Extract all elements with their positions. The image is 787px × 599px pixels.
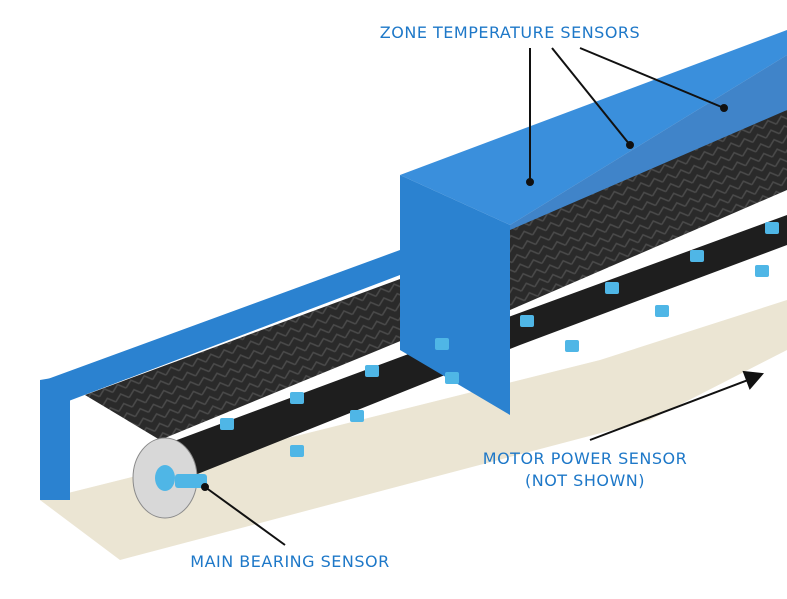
idler-roller	[445, 372, 459, 384]
idler-roller	[765, 222, 779, 234]
front-wall	[40, 375, 70, 500]
main-bearing	[175, 474, 207, 488]
idler-roller	[605, 282, 619, 294]
conveyor-belt-right	[510, 110, 787, 310]
idler-rollers	[220, 222, 779, 457]
back-rail	[45, 250, 400, 410]
callout-lines	[201, 47, 764, 546]
idler-roller	[655, 305, 669, 317]
idler-roller	[565, 340, 579, 352]
idler-roller	[350, 410, 364, 422]
idler-roller	[290, 392, 304, 404]
motor-label-line2: (NOT SHOWN)	[525, 471, 645, 490]
enclosure-side	[400, 175, 510, 415]
floor-shadow	[40, 300, 787, 560]
zone-label-text: ZONE TEMPERATURE SENSORS	[379, 23, 641, 42]
idler-roller	[365, 365, 379, 377]
bearing-callout-dot	[201, 483, 209, 491]
enclosure-top	[400, 30, 787, 225]
head-pulley-hub	[155, 465, 175, 491]
motor-label-line1: MOTOR POWER SENSOR	[482, 449, 688, 468]
motor-power-sensor-label: MOTOR POWER SENSOR (NOT SHOWN)	[470, 448, 700, 492]
idler-roller	[520, 315, 534, 327]
zone-callout-line-2	[551, 47, 631, 146]
bearing-label-text: MAIN BEARING SENSOR	[190, 552, 390, 571]
zone-callout-line-3	[579, 47, 725, 109]
zone-callout-dot-3	[720, 104, 728, 112]
idler-roller	[435, 338, 449, 350]
idler-roller	[220, 418, 234, 430]
main-bearing-sensor-label: MAIN BEARING SENSOR	[180, 551, 400, 573]
zone-callout-dot-1	[526, 178, 534, 186]
idler-roller	[690, 250, 704, 262]
zone-temperature-sensors-label: ZONE TEMPERATURE SENSORS	[370, 22, 650, 44]
bearing-callout-line	[204, 486, 286, 546]
motor-callout-line	[589, 379, 749, 441]
motor-arrow-head	[742, 370, 764, 390]
conveyor-belt-left	[85, 268, 500, 440]
zone-callout-dot-2	[626, 141, 634, 149]
idler-roller	[755, 265, 769, 277]
idler-roller	[290, 445, 304, 457]
